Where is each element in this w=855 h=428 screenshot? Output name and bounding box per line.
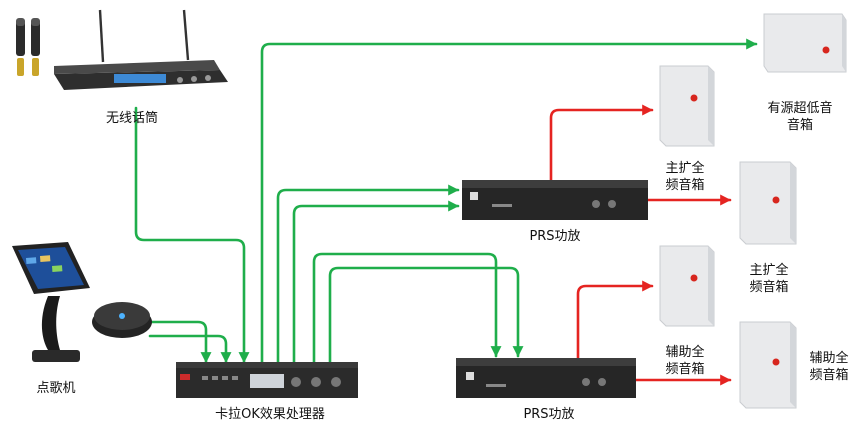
label-subwoofer-line1: 有源超低音 bbox=[767, 101, 833, 116]
power-amplifier-bottom-icon bbox=[456, 358, 636, 406]
wire-processor-to-subwoofer bbox=[260, 38, 758, 372]
main-speaker-1-icon bbox=[656, 64, 716, 152]
label-aux-speaker-2: 辅助全 频音箱 bbox=[798, 350, 855, 384]
label-main-speaker-2-line1: 主扩全 bbox=[749, 263, 789, 278]
wireless-mic-receiver-icon bbox=[8, 8, 236, 100]
wire-songbook-to-processor bbox=[148, 320, 212, 364]
wire-processor-to-amp-top-a bbox=[276, 184, 460, 372]
wire-mic-to-processor bbox=[134, 106, 250, 364]
label-subwoofer: 有源超低音 音箱 bbox=[750, 100, 850, 134]
karaoke-touchscreen-icon bbox=[8, 240, 94, 376]
wire-processor-to-amp-bottom-b bbox=[328, 266, 524, 372]
subwoofer-speaker-icon bbox=[758, 10, 848, 80]
effects-processor-icon bbox=[176, 362, 358, 408]
label-wireless-mic: 无线话筒 bbox=[105, 111, 158, 126]
label-main-speaker-1-line1: 主扩全 bbox=[665, 161, 705, 176]
label-amp-top: PRS功放 bbox=[529, 229, 581, 244]
label-main-speaker-1-line2: 频音箱 bbox=[665, 178, 705, 193]
wire-processor-to-amp-top-b bbox=[292, 200, 460, 372]
power-amplifier-top-icon bbox=[462, 180, 648, 228]
main-speaker-2-icon bbox=[736, 160, 798, 250]
label-aux-speaker-2-line2: 频音箱 bbox=[809, 368, 849, 383]
label-aux-speaker-1-line1: 辅助全 bbox=[665, 345, 705, 360]
aux-speaker-2-icon bbox=[736, 320, 798, 414]
label-amp-bottom: PRS功放 bbox=[523, 407, 575, 422]
label-songbook: 点歌机 bbox=[36, 381, 76, 396]
aux-speaker-1-icon bbox=[656, 244, 716, 332]
wireless-router-icon bbox=[90, 292, 154, 344]
label-main-speaker-2: 主扩全 频音箱 bbox=[734, 262, 804, 296]
label-aux-speaker-1: 辅助全 频音箱 bbox=[650, 344, 720, 378]
label-processor: 卡拉OK效果处理器 bbox=[215, 407, 325, 422]
wire-amp-top-to-main-speaker-1 bbox=[549, 104, 654, 182]
label-aux-speaker-1-line2: 频音箱 bbox=[665, 362, 705, 377]
wire-processor-to-amp-bottom-a bbox=[312, 252, 502, 372]
label-subwoofer-line2: 音箱 bbox=[786, 118, 813, 133]
wire-amp-bottom-to-aux-speaker-1 bbox=[576, 280, 654, 360]
wire-router-to-processor bbox=[148, 334, 232, 364]
label-main-speaker-1: 主扩全 频音箱 bbox=[650, 160, 720, 194]
label-aux-speaker-2-line1: 辅助全 bbox=[809, 351, 849, 366]
label-main-speaker-2-line2: 频音箱 bbox=[749, 280, 789, 295]
